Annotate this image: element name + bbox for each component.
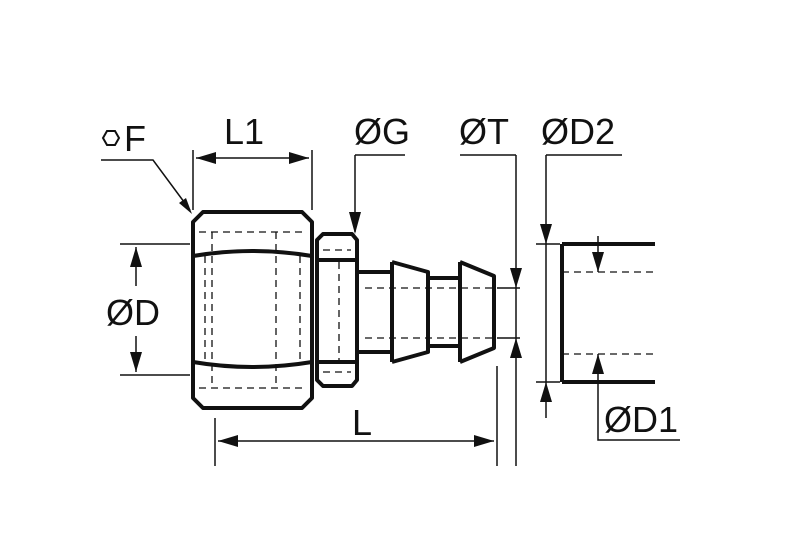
dim-L1: L1	[192, 111, 313, 210]
label-D2: ØD2	[541, 111, 615, 152]
dim-hex-f: F	[101, 118, 192, 214]
label-L: L	[352, 402, 372, 443]
hex-nut	[191, 210, 314, 410]
label-D1: ØD1	[604, 399, 678, 440]
dim-L: L	[214, 366, 498, 466]
dim-D1: ØD1	[592, 236, 680, 441]
hose-section	[560, 242, 655, 384]
hexagon-icon	[101, 130, 121, 146]
label-L1: L1	[224, 111, 264, 152]
label-G: ØG	[354, 111, 410, 152]
collar	[315, 232, 359, 388]
dim-D: ØD	[106, 243, 190, 376]
dim-T: ØT	[459, 111, 522, 466]
dim-G: ØG	[349, 111, 410, 234]
label-T: ØT	[459, 111, 509, 152]
dim-D2: ØD2	[536, 111, 622, 418]
hose-barb	[357, 260, 496, 364]
label-D: ØD	[106, 292, 160, 333]
label-hex-f: F	[124, 118, 146, 159]
